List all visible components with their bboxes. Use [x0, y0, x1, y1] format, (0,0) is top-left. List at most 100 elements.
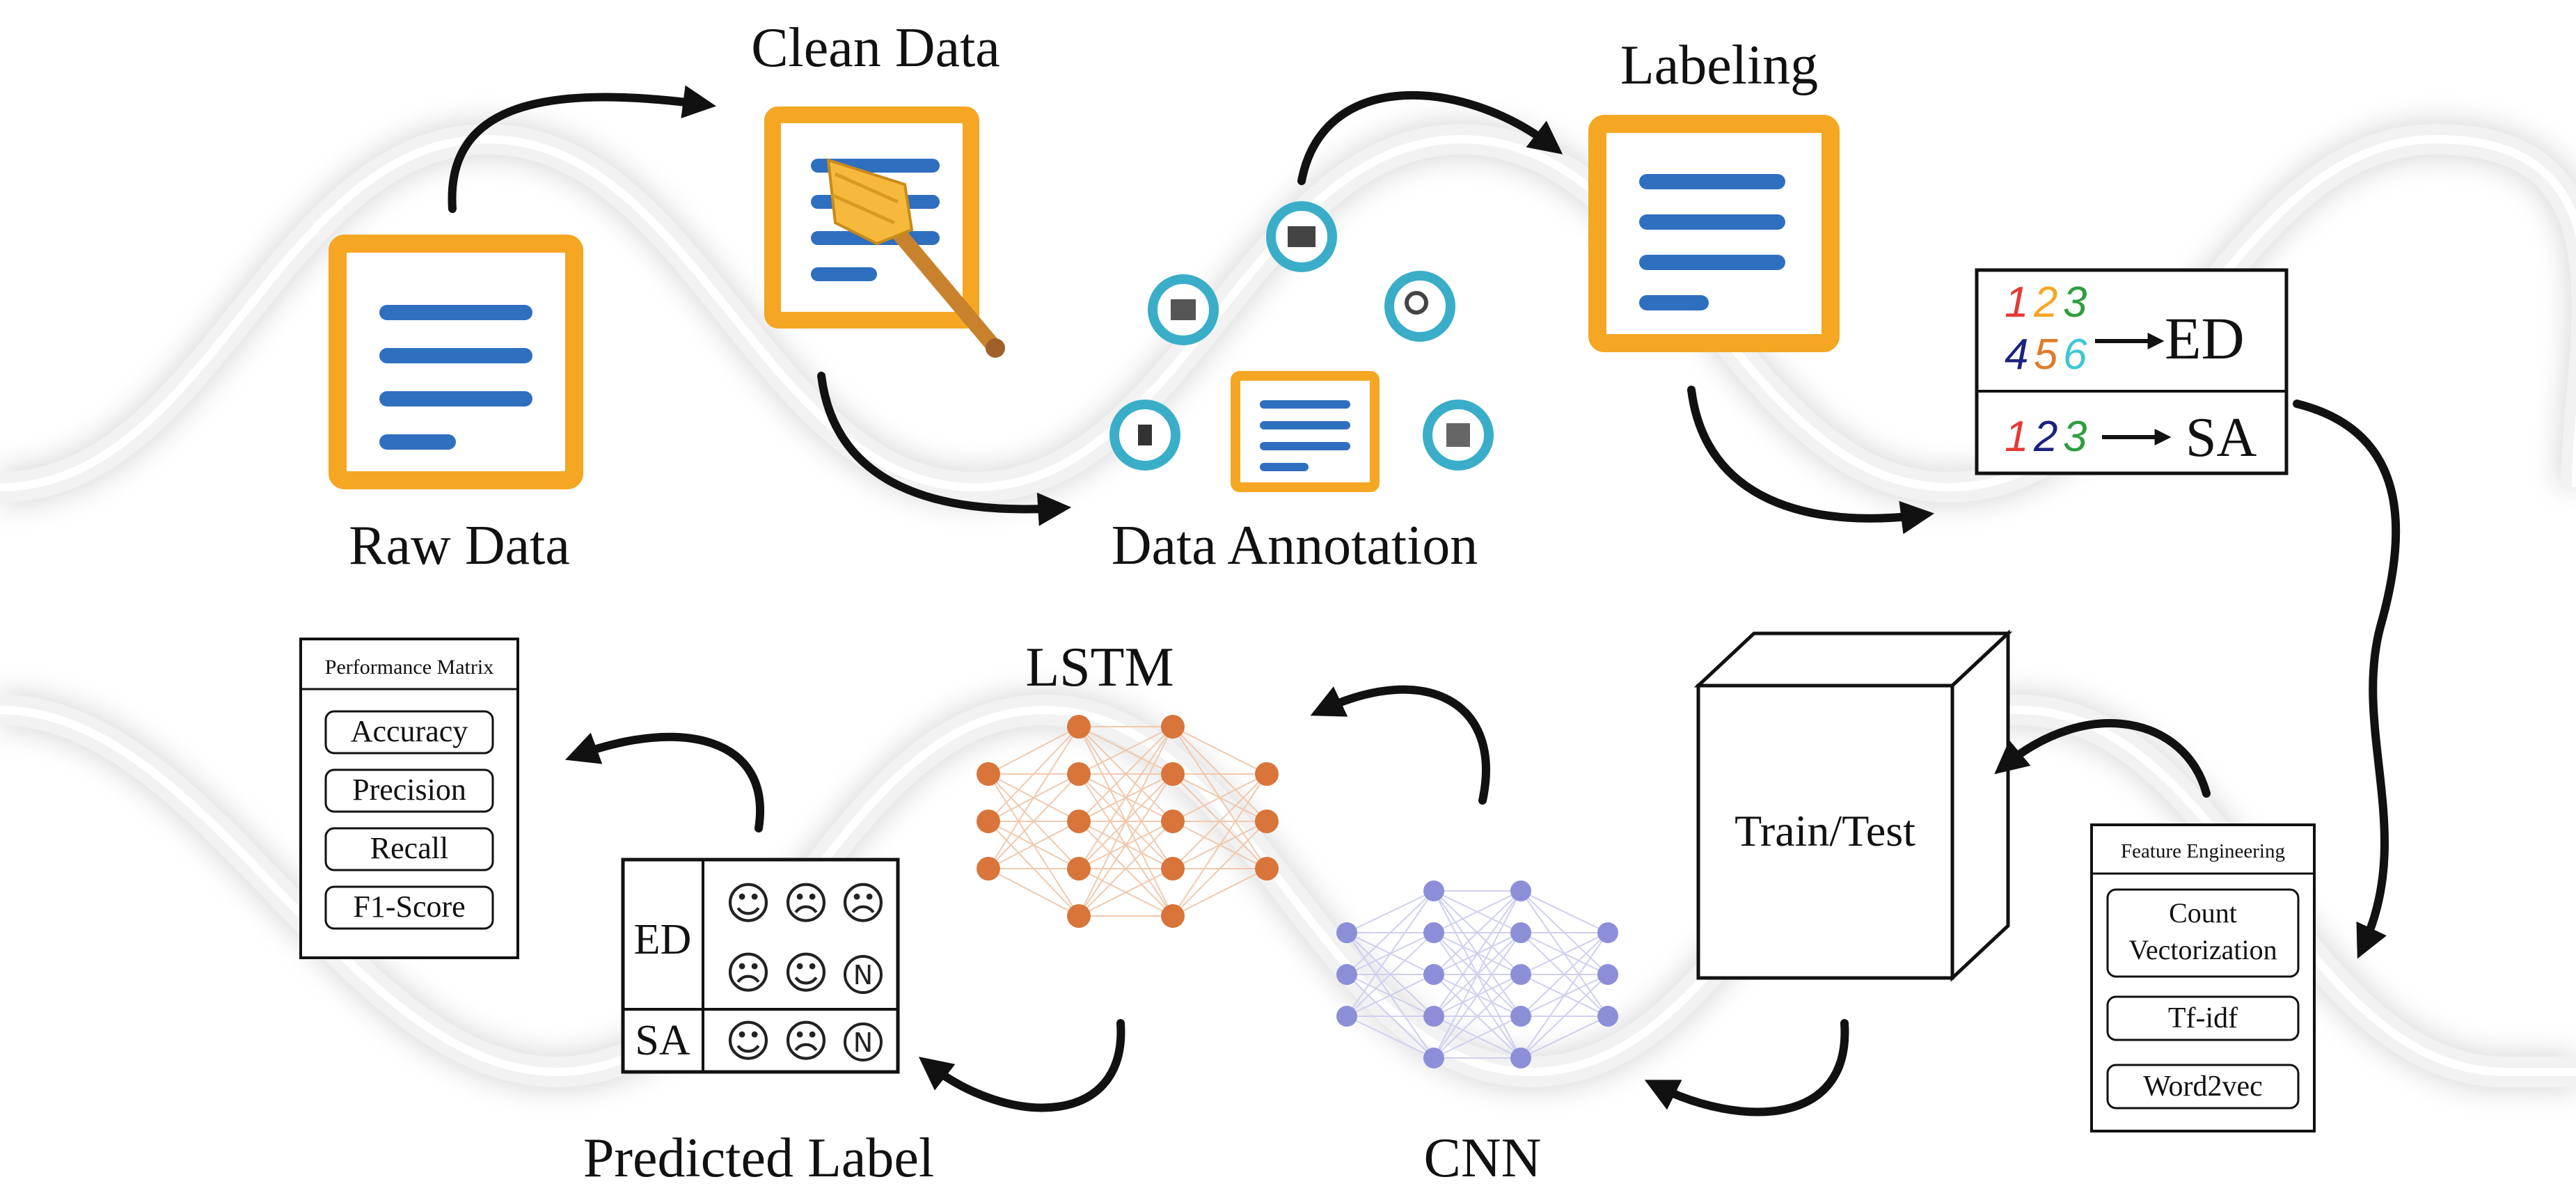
net-node: [1255, 762, 1279, 786]
raw-data-document-icon: [329, 235, 583, 489]
arrow-icon-annotation-to-labeling: [1297, 91, 1563, 185]
wave-bottom: [0, 688, 2576, 1094]
cube-icon: [1693, 629, 2013, 982]
net-edge: [1346, 890, 1435, 975]
cnn-label: CNN: [1424, 1128, 1542, 1189]
arrow-icon-lstm-to-predicted: [918, 1019, 1125, 1112]
net-node: [1510, 922, 1531, 943]
feature-engineering-title: Feature Engineering: [2121, 840, 2285, 862]
ed-digit-1: 1: [2005, 278, 2028, 326]
svg-text:N: N: [853, 960, 873, 990]
clean-data-label: Clean Data: [751, 17, 1000, 79]
net-node: [1161, 810, 1185, 833]
smiley-icon: ☺: [725, 878, 772, 930]
net-edge: [988, 726, 1080, 775]
flow-arrows: [448, 85, 2401, 1116]
net-edge: [1078, 726, 1174, 822]
net-edge: [1172, 773, 1267, 917]
data-annotation-label: Data Annotation: [1112, 515, 1478, 576]
sa-negative-icon: ☹: [783, 1016, 830, 1068]
net-node: [1161, 904, 1185, 928]
net-node: [1597, 922, 1618, 943]
arrow-icon-cnn-to-lstm: [1310, 685, 1490, 805]
metric-f1-score: F1-Score: [353, 890, 465, 924]
net-edge: [1078, 868, 1174, 917]
predicted-label-caption: Predicted Label: [583, 1128, 934, 1189]
feature-count-line1: Count: [2169, 897, 2237, 929]
feature-count-line2: Vectorization: [2128, 934, 2277, 965]
performance-matrix-title: Performance Matrix: [325, 656, 493, 679]
annotation-right-icon: [1384, 271, 1455, 342]
net-edge: [1433, 890, 1522, 1017]
net-edge: [1078, 726, 1174, 917]
broom-icon: [826, 158, 1005, 358]
net-edge: [1346, 890, 1435, 933]
arrow-icon-features-to-traintest: [1994, 719, 2211, 798]
train-test-label: Train/Test: [1735, 806, 1915, 855]
net-edge: [1172, 868, 1267, 917]
net-edge: [988, 821, 1080, 869]
net-edge: [1433, 974, 1522, 1059]
wave-top: [0, 118, 2576, 509]
net-node: [977, 762, 1000, 786]
net-edge: [1520, 932, 1609, 975]
net-node: [1067, 810, 1091, 833]
net-edge: [1520, 932, 1609, 1059]
predicted-ed-label: ED: [634, 916, 692, 963]
net-edge: [988, 868, 1080, 917]
annotation-top-icon: [1266, 201, 1337, 272]
net-edge: [1172, 821, 1267, 917]
net-node: [1067, 715, 1091, 739]
net-edge: [1520, 1016, 1609, 1059]
net-edge: [1433, 890, 1522, 1059]
net-edge: [988, 773, 1080, 869]
ed-digit-5: 5: [2034, 331, 2058, 379]
arrow-icon-traintest-to-cnn: [1644, 1019, 1849, 1116]
arrow-icon-encoding-to-features: [2293, 400, 2401, 959]
sad-face-icon: ☹: [783, 878, 830, 930]
net-edge: [1520, 974, 1609, 1059]
angry-face-icon: ☹: [840, 878, 887, 930]
net-edge: [1172, 726, 1267, 775]
net-node: [1336, 964, 1357, 985]
net-edge: [988, 726, 1080, 869]
feature-word2vec: Word2vec: [2143, 1071, 2263, 1103]
net-node: [977, 810, 1000, 833]
svg-text:N: N: [853, 1027, 873, 1058]
net-node: [1067, 904, 1091, 928]
sa-positive-icon: ☺: [725, 1016, 772, 1068]
metric-accuracy: Accuracy: [351, 714, 468, 748]
net-node: [1067, 857, 1091, 881]
net-edge: [1433, 932, 1522, 1059]
labeling-label: Labeling: [1620, 35, 1818, 96]
fear-face-icon: ☹: [725, 948, 772, 1000]
net-edge: [1346, 974, 1435, 1017]
performance-matrix-box: Performance Matrix Accuracy Precision Re…: [299, 638, 519, 959]
ed-digit-6: 6: [2063, 331, 2087, 379]
label-encoding-box: 1 2 3 4 5 6 ED 1 2 3 SA: [1975, 268, 2289, 475]
arrow-icon-labeling-to-encoding: [1687, 386, 1935, 535]
net-node: [1336, 1006, 1357, 1027]
cnn-neural-net-icon: [1336, 881, 1618, 1068]
net-node: [1423, 964, 1444, 985]
net-node: [1423, 922, 1444, 943]
ed-digit-2: 2: [2033, 278, 2057, 326]
sa-encoding-label: SA: [2186, 407, 2257, 468]
net-edge: [1078, 726, 1174, 775]
net-node: [1423, 1048, 1444, 1068]
net-node: [1255, 857, 1279, 881]
net-edge: [1433, 1016, 1522, 1059]
arrow-icon-raw-to-clean: [448, 85, 717, 213]
net-node: [977, 857, 1000, 881]
data-annotation-cluster: [1109, 201, 1494, 492]
lstm-neural-net-icon: [977, 715, 1279, 928]
net-edge: [1520, 890, 1609, 933]
net-node: [1067, 762, 1091, 786]
net-edge: [1078, 726, 1174, 869]
feature-tfidf: Tf-idf: [2168, 1002, 2238, 1034]
metric-recall: Recall: [370, 831, 448, 865]
net-node: [1336, 922, 1357, 943]
annotation-bottom-left-icon: [1109, 400, 1180, 471]
neutral-ed-icon: N: [844, 955, 883, 994]
net-edge: [1433, 890, 1522, 975]
